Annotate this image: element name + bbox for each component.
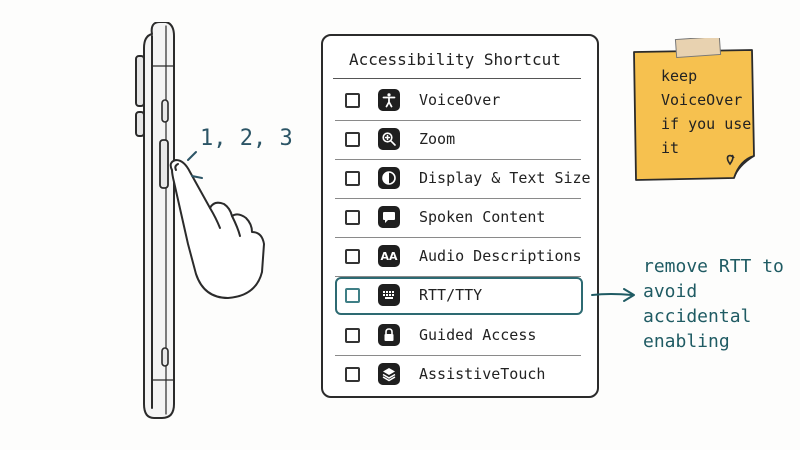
phone-side-view bbox=[135, 22, 265, 419]
panel-title: Accessibility Shortcut bbox=[349, 50, 561, 69]
lock-icon bbox=[378, 324, 400, 346]
keyboard-icon bbox=[378, 284, 400, 306]
speech-bubble-icon bbox=[378, 206, 400, 228]
shortcut-item-label: AssistiveTouch bbox=[419, 365, 546, 383]
press-count-annotation: 1, 2, 3 bbox=[200, 126, 293, 151]
press-indicator-icon bbox=[187, 151, 203, 179]
phone-button-upper bbox=[161, 99, 169, 123]
accessibility-icon bbox=[378, 89, 400, 111]
pointing-hand-icon bbox=[169, 159, 265, 299]
shortcut-item-voiceover[interactable]: VoiceOver bbox=[323, 83, 597, 121]
shortcut-item-label: Spoken Content bbox=[419, 208, 546, 226]
shortcut-item-assistivetouch[interactable]: AssistiveTouch bbox=[323, 357, 597, 395]
zoom-icon bbox=[378, 128, 400, 150]
checkbox[interactable] bbox=[345, 210, 360, 225]
shortcut-item-rtt-tty[interactable]: RTT/TTY bbox=[323, 278, 597, 316]
checkbox[interactable] bbox=[345, 249, 360, 264]
audio-descriptions-icon: AA bbox=[378, 245, 400, 267]
side-button bbox=[159, 139, 169, 189]
shortcut-item-label: Display & Text Size bbox=[419, 169, 591, 187]
shortcut-item-label: Zoom bbox=[419, 130, 456, 148]
checkbox[interactable] bbox=[345, 288, 360, 303]
tape bbox=[674, 38, 722, 59]
phone-button-lower bbox=[161, 347, 169, 367]
accessibility-shortcut-panel: Accessibility Shortcut VoiceOver Zoom Di… bbox=[321, 34, 599, 398]
display-icon bbox=[378, 167, 400, 189]
arrow-right-icon bbox=[591, 288, 635, 302]
checkbox[interactable] bbox=[345, 171, 360, 186]
checkbox[interactable] bbox=[345, 132, 360, 147]
shortcut-item-guided-access[interactable]: Guided Access bbox=[323, 318, 597, 356]
shortcut-item-label: VoiceOver bbox=[419, 91, 501, 109]
shortcut-item-label: Audio Descriptions bbox=[419, 247, 582, 265]
checkbox[interactable] bbox=[345, 328, 360, 343]
shortcut-item-display-text-size[interactable]: Display & Text Size bbox=[323, 161, 597, 199]
checkbox[interactable] bbox=[345, 367, 360, 382]
shortcut-item-label: RTT/TTY bbox=[419, 286, 483, 304]
sticky-note-text: keep VoiceOver if you use it bbox=[661, 67, 752, 157]
rtt-removal-annotation: remove RTT to avoid accidental enabling bbox=[643, 256, 784, 352]
title-divider bbox=[333, 78, 581, 79]
shortcut-item-label: Guided Access bbox=[419, 326, 537, 344]
sticky-note bbox=[633, 38, 755, 181]
shortcut-item-zoom[interactable]: Zoom bbox=[323, 122, 597, 160]
layers-icon bbox=[378, 363, 400, 385]
shortcut-item-spoken-content[interactable]: Spoken Content bbox=[323, 200, 597, 238]
shortcut-item-audio-descriptions[interactable]: AA Audio Descriptions bbox=[323, 239, 597, 277]
heart-icon bbox=[726, 154, 735, 166]
rtt-highlight-box bbox=[335, 277, 583, 315]
checkbox[interactable] bbox=[345, 93, 360, 108]
